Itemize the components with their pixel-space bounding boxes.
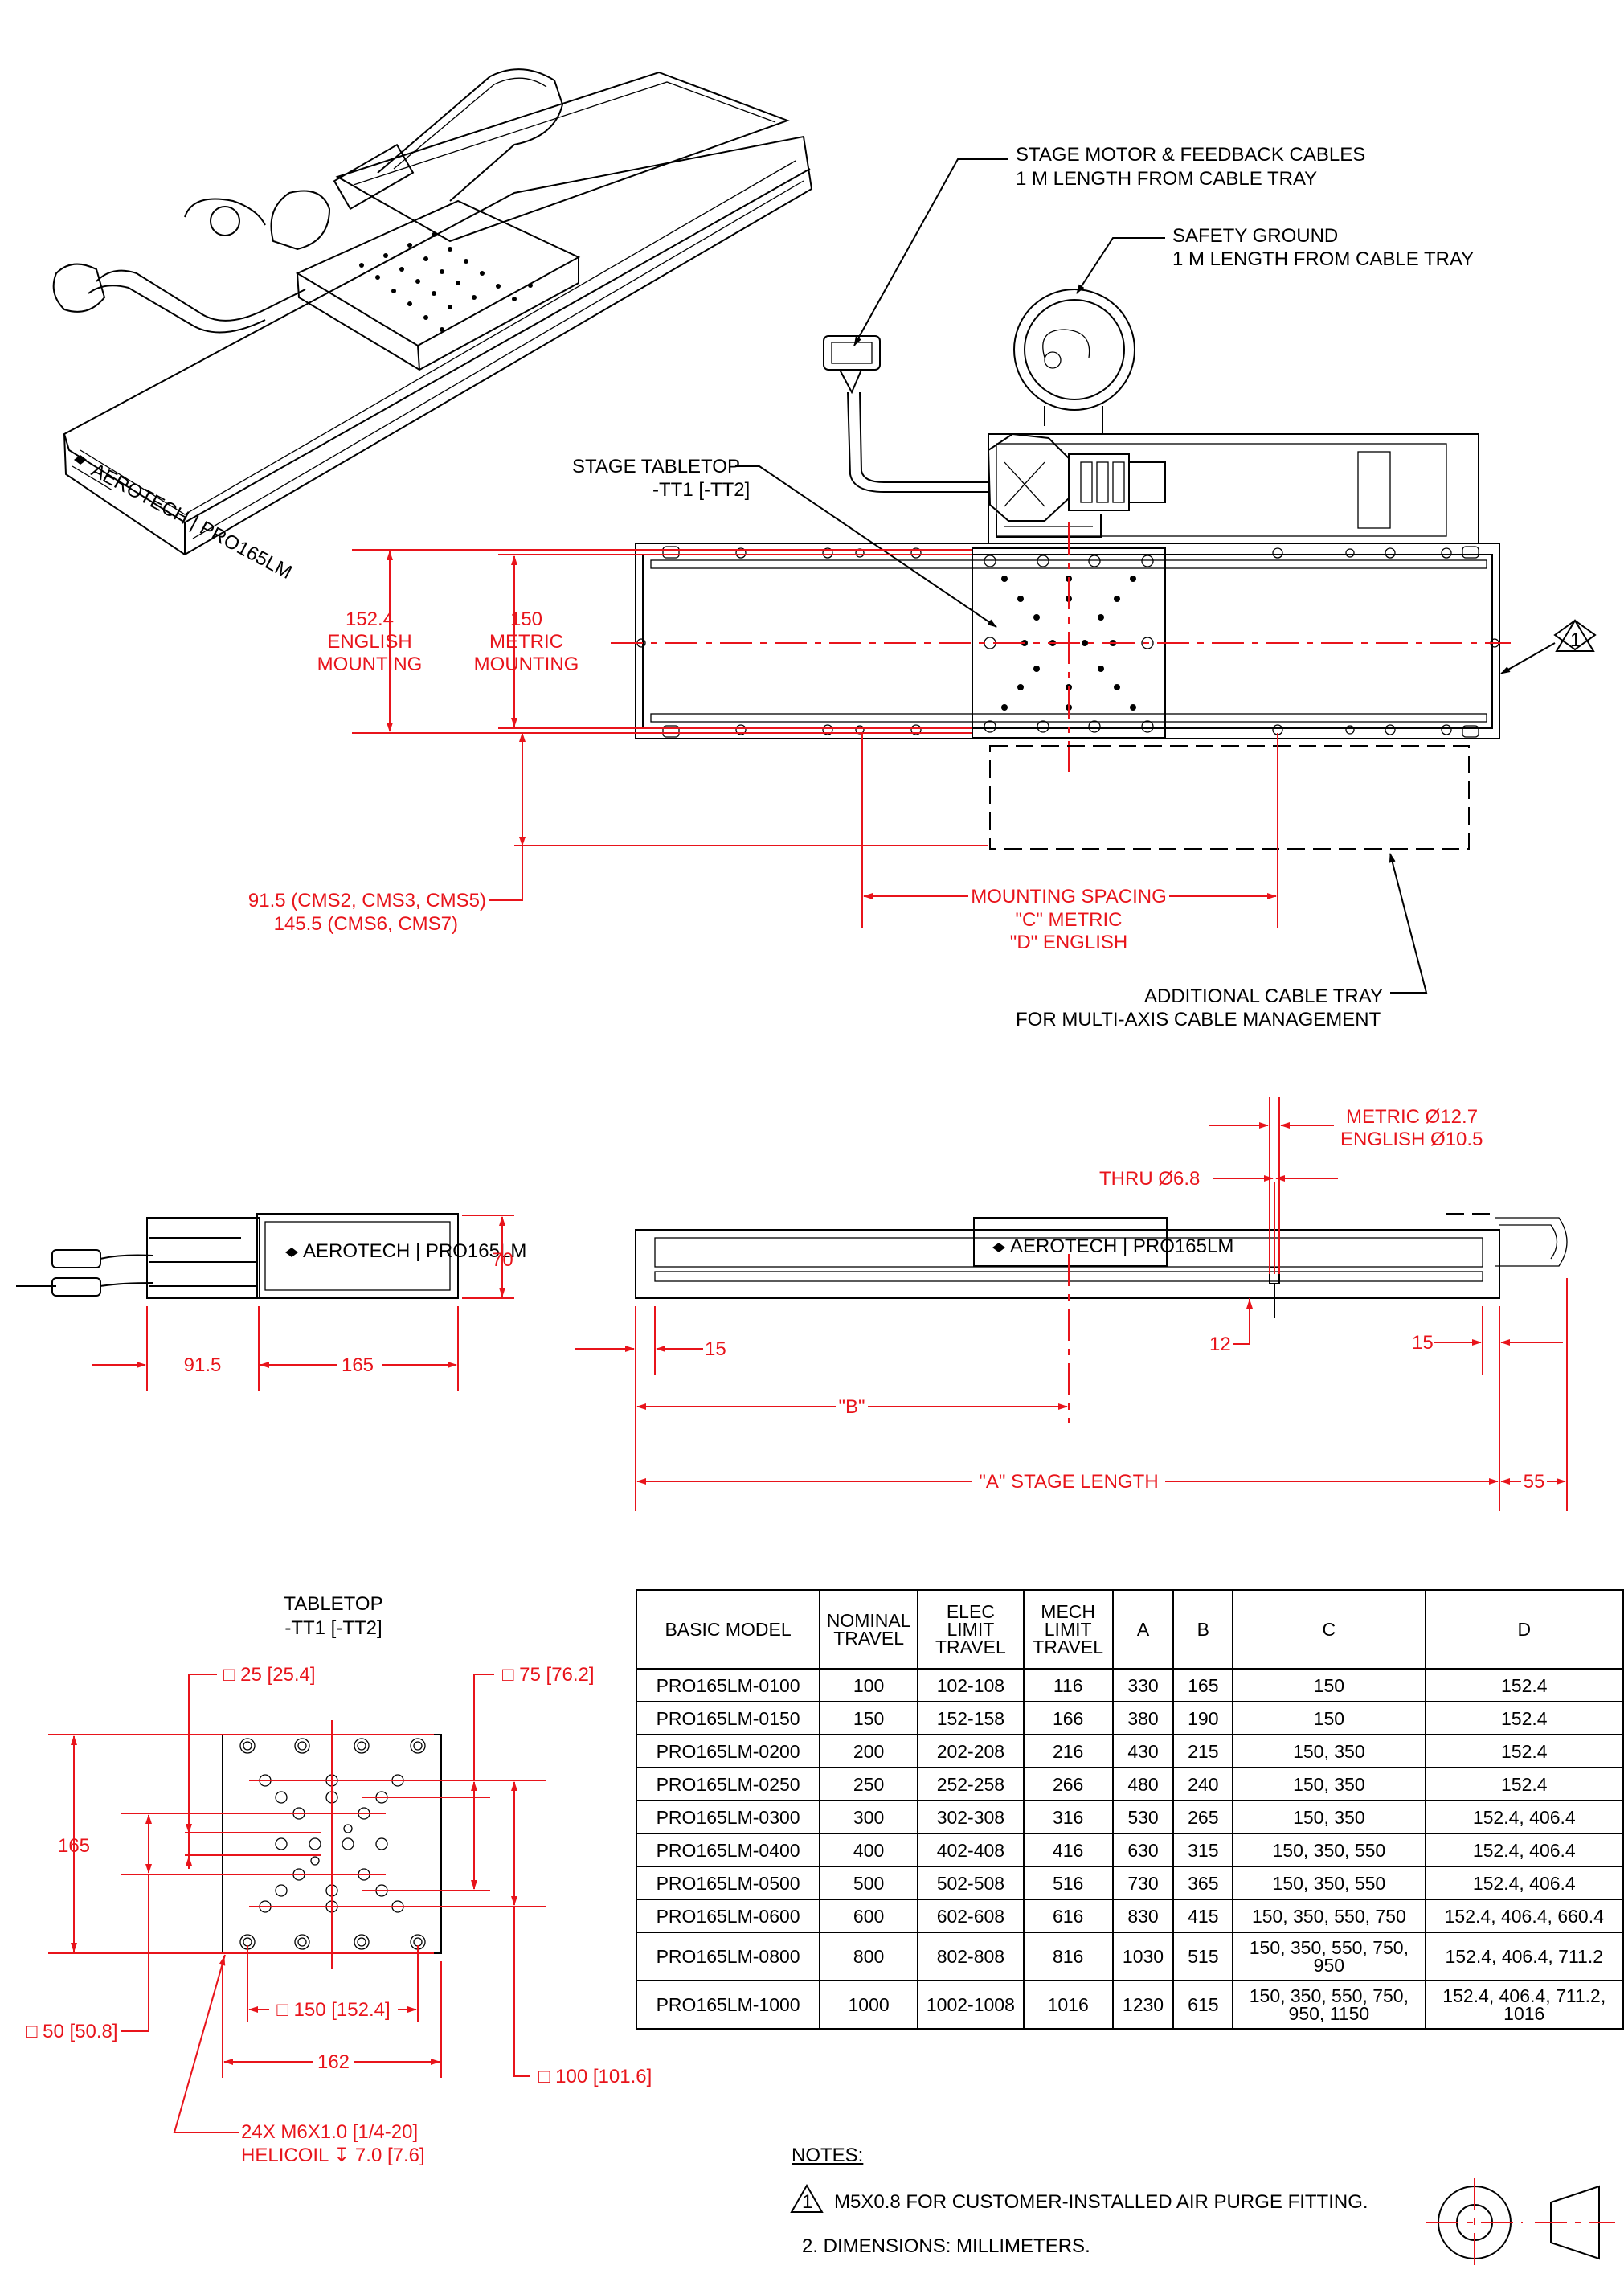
svg-text:"A" STAGE LENGTH: "A" STAGE LENGTH [979,1471,1158,1493]
side-view: AEROTECH | PRO165LM METRIC Ø12.7 ENGLISH… [575,1097,1568,1511]
aerotech-logo-end: AEROTECH | PRO165LM [285,1240,526,1262]
svg-text:□ 75 [76.2]: □ 75 [76.2] [502,1664,595,1686]
svg-text:METRIC: METRIC [489,631,563,653]
svg-text:15: 15 [1412,1332,1434,1354]
svg-text:1: 1 [802,2191,812,2213]
plan-view: STAGE TABLETOP -TT1 [-TT2] 1 ADDITIONAL … [572,432,1597,1030]
projection-symbol [1426,2178,1615,2267]
svg-text:91.5: 91.5 [184,1354,222,1376]
note-2-text: 2. DIMENSIONS: MILLIMETERS. [802,2235,1090,2257]
svg-text:1: 1 [1570,629,1581,651]
svg-text:162: 162 [317,2051,350,2073]
notes: NOTES: 1 M5X0.8 FOR CUSTOMER-INSTALLED A… [790,2145,1615,2267]
safety-ground-length: 1 M LENGTH FROM CABLE TRAY [1172,248,1474,270]
aerotech-logo-side: AEROTECH | PRO165LM [992,1235,1233,1257]
tabletop-title: TABLETOP [284,1593,382,1615]
svg-text:"B": "B" [838,1396,865,1418]
svg-text:165: 165 [342,1354,374,1376]
svg-text:55: 55 [1524,1471,1545,1493]
plan-tabletop-holes-inner [1001,576,1136,711]
svg-text:152.4: 152.4 [346,608,394,630]
svg-text:METRIC Ø12.7: METRIC Ø12.7 [1346,1106,1478,1128]
svg-text:□ 100 [101.6]: □ 100 [101.6] [538,2066,652,2087]
svg-text:91.5 (CMS2, CMS3, CMS5): 91.5 (CMS2, CMS3, CMS5) [248,890,486,912]
header-nominal-travel: NOMINAL TRAVEL [819,1589,919,1670]
svg-text:"D" ENGLISH: "D" ENGLISH [1010,932,1127,953]
tabletop-option: -TT1 [-TT2] [284,1617,382,1639]
svg-text:THRU Ø6.8: THRU Ø6.8 [1099,1168,1200,1190]
svg-text:70: 70 [492,1249,513,1271]
svg-text:"C" METRIC: "C" METRIC [1015,909,1122,931]
header-mech-limit: MECH LIMIT TRAVEL [1022,1589,1114,1670]
additional-tray-label: ADDITIONAL CABLE TRAY [1144,985,1383,1007]
svg-text:150: 150 [510,608,542,630]
aerotech-logo-iso: AEROTECH | PRO165LM [74,455,296,584]
svg-text:MOUNTING: MOUNTING [474,653,579,675]
header-a: A [1111,1589,1175,1670]
additional-tray-purpose: FOR MULTI-AXIS CABLE MANAGEMENT [1016,1009,1381,1030]
stage-tabletop-option: -TT1 [-TT2] [652,479,750,501]
svg-text:HELICOIL ↧ 7.0 [7.6]: HELICOIL ↧ 7.0 [7.6] [241,2145,425,2166]
header-basic-model: BASIC MODEL [635,1589,821,1670]
header-c: C [1232,1589,1426,1670]
table-header-row: BASIC MODEL NOMINAL TRAVEL ELEC LIMIT TR… [635,1589,1624,1670]
svg-text:AEROTECH | PRO165LM: AEROTECH | PRO165LM [303,1240,526,1262]
header-d: D [1424,1589,1624,1670]
svg-text:165: 165 [58,1835,90,1857]
note-1-text: M5X0.8 FOR CUSTOMER-INSTALLED AIR PURGE … [834,2191,1368,2213]
svg-text:□ 150 [152.4]: □ 150 [152.4] [276,1999,390,2021]
svg-text:AEROTECH | PRO165LM: AEROTECH | PRO165LM [1010,1235,1233,1257]
svg-text:MOUNTING SPACING: MOUNTING SPACING [971,886,1167,907]
svg-text:ENGLISH: ENGLISH [327,631,411,653]
motor-cables-label: STAGE MOTOR & FEEDBACK CABLES [1016,144,1365,166]
svg-text:□ 50 [50.8]: □ 50 [50.8] [26,2021,118,2042]
svg-text:MOUNTING: MOUNTING [317,653,423,675]
header-b: B [1172,1589,1234,1670]
svg-text:145.5 (CMS6, CMS7): 145.5 (CMS6, CMS7) [274,913,458,935]
tabletop-detail: TABLETOP -TT1 [-TT2] [26,1593,652,2166]
svg-text:12: 12 [1209,1334,1231,1355]
safety-ground-label: SAFETY GROUND [1172,225,1338,247]
isometric-stage-view: AEROTECH | PRO165LM [52,68,813,584]
cable-callouts: STAGE MOTOR & FEEDBACK CABLES 1 M LENGTH… [823,144,1474,493]
header-elec-limit: ELEC LIMIT TRAVEL [917,1589,1025,1670]
model-table: BASIC MODEL NOMINAL TRAVEL ELEC LIMIT TR… [635,1589,1624,2030]
svg-text:24X M6X1.0 [1/4-20]: 24X M6X1.0 [1/4-20] [241,2121,418,2143]
stage-tabletop-label: STAGE TABLETOP [572,456,740,477]
end-view: AEROTECH | PRO165LM 70 91.5 165 [16,1213,526,1391]
notes-heading: NOTES: [792,2145,863,2166]
svg-text:ENGLISH Ø10.5: ENGLISH Ø10.5 [1340,1129,1483,1150]
svg-text:15: 15 [705,1338,726,1360]
motor-cables-length: 1 M LENGTH FROM CABLE TRAY [1016,168,1317,190]
plan-dimensions: 152.4 ENGLISH MOUNTING 150 METRIC MOUNTI… [248,549,1278,953]
note-1-marker [790,2183,824,2213]
svg-text:□ 25 [25.4]: □ 25 [25.4] [223,1664,316,1686]
